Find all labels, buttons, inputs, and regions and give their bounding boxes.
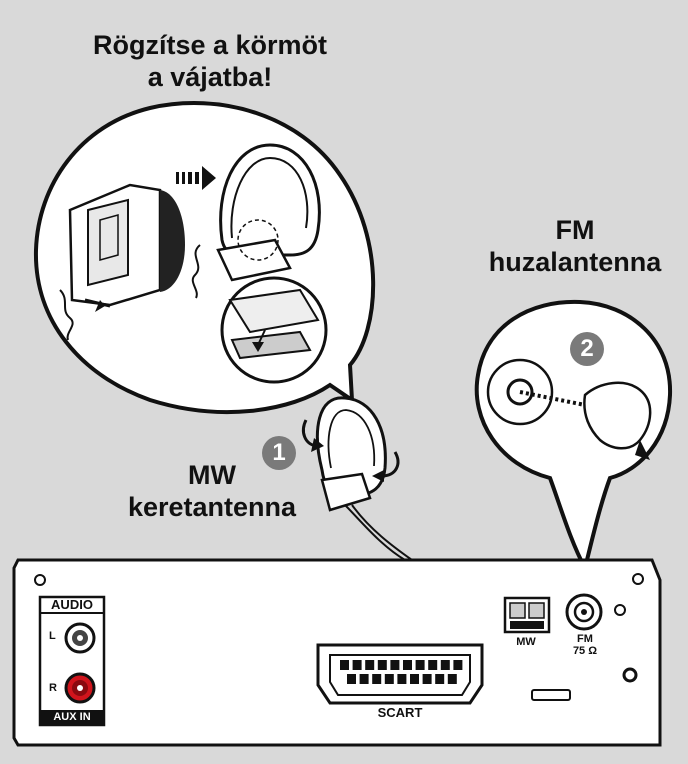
fm-terminal-label-line2: 75 Ω [572, 645, 598, 658]
scart-pin [440, 660, 450, 670]
scart-pin [365, 660, 375, 670]
scart-pin [453, 660, 463, 670]
fm-antenna-label-line1: FM [555, 215, 595, 245]
scart-pin [352, 660, 362, 670]
left-channel-label: L [49, 630, 56, 642]
fm-antenna-label-line2: huzalantenna [488, 246, 662, 277]
mw-terminal-label: MW [516, 636, 536, 648]
step-2-badge: 2 [570, 332, 604, 366]
scart-pin [384, 674, 394, 684]
scart-pin [340, 660, 349, 670]
mw-antenna-label-line1: MW [188, 460, 236, 490]
fm-terminal-label-line1: FM [577, 633, 593, 645]
scart-pin [428, 660, 438, 670]
step-1-badge: 1 [262, 436, 296, 470]
instruction-title-line1: Rögzítse a körmöt [92, 30, 328, 60]
fm-antenna-label: FM huzalantenna [462, 215, 688, 279]
scart-pin [447, 674, 457, 684]
scart-pin [347, 674, 356, 684]
scart-pin [372, 674, 382, 684]
fm-terminal-label: FM 75 Ω [560, 633, 610, 657]
instruction-title-line2: a vájatba! [147, 61, 273, 92]
audio-label: AUDIO [51, 597, 93, 612]
loop-antenna-assembly-bubble [33, 101, 376, 415]
rear-panel [12, 558, 662, 747]
scart-pin [359, 674, 369, 684]
scart-pin [435, 674, 445, 684]
scart-pin [397, 674, 407, 684]
aux-in-label: AUX IN [53, 711, 91, 723]
scart-pin [377, 660, 387, 670]
scart-pin [410, 674, 419, 684]
scart-pin [403, 660, 412, 670]
fm-antenna-bubble [474, 299, 673, 574]
scart-pin [390, 660, 400, 670]
right-channel-label: R [49, 682, 57, 694]
scart-pin [415, 660, 425, 670]
mw-antenna-label: MW keretantenna [112, 460, 312, 524]
scart-label: SCART [377, 705, 423, 720]
mw-loop-antenna [301, 396, 509, 617]
scart-pin [422, 674, 432, 684]
instruction-title: Rögzítse a körmöt a vájatba! [40, 30, 380, 94]
move-arrow-icon [176, 166, 216, 190]
mw-antenna-label-line2: keretantenna [127, 491, 297, 522]
